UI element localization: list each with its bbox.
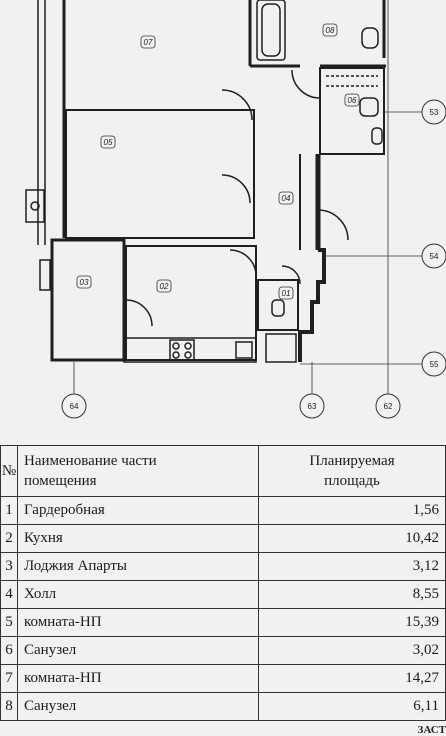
row-number: 8 bbox=[0, 692, 18, 721]
shower bbox=[265, 333, 297, 363]
door-arc bbox=[221, 174, 251, 204]
room-01-walls bbox=[257, 279, 299, 331]
railing-knob bbox=[30, 201, 40, 211]
axis-marker bbox=[375, 393, 401, 419]
row-number: 6 bbox=[0, 636, 18, 665]
sink bbox=[235, 341, 253, 359]
burner bbox=[184, 342, 192, 350]
room-05-walls bbox=[65, 109, 255, 239]
room-label-05: 05 bbox=[104, 138, 113, 147]
row-area: 10,42 bbox=[258, 524, 446, 553]
axis-marker bbox=[61, 393, 87, 419]
row-area: 3,12 bbox=[258, 552, 446, 581]
row-name: комната-НП bbox=[17, 608, 259, 637]
room-tag bbox=[278, 286, 294, 300]
wall bbox=[298, 248, 326, 362]
burner bbox=[184, 351, 192, 359]
room-03-walls bbox=[50, 238, 126, 362]
toilet bbox=[271, 299, 285, 317]
axis-label-53: 53 bbox=[430, 108, 439, 117]
header-area: Планируемая площадь bbox=[258, 445, 446, 497]
door-arc bbox=[125, 299, 153, 327]
row-number: 7 bbox=[0, 664, 18, 693]
door-arc bbox=[221, 89, 253, 121]
room-label-01: 01 bbox=[282, 289, 291, 298]
axis-label-64: 64 bbox=[70, 402, 79, 411]
row-area: 1,56 bbox=[258, 496, 446, 525]
table-header-row: № Наименование части помещения Планируем… bbox=[0, 445, 446, 497]
toilet bbox=[361, 27, 379, 49]
table-row: 6 Санузел 3,02 bbox=[0, 636, 446, 665]
axis-marker bbox=[421, 351, 446, 377]
room-tag bbox=[140, 35, 156, 49]
railing bbox=[39, 259, 51, 291]
door-arc bbox=[291, 69, 321, 99]
room-label-03: 03 bbox=[80, 278, 89, 287]
stove bbox=[169, 339, 195, 361]
row-name: Лоджия Апарты bbox=[17, 552, 259, 581]
table-row: 4 Холл 8,55 bbox=[0, 580, 446, 609]
room-tag bbox=[278, 191, 294, 205]
axis-label-62: 62 bbox=[384, 402, 393, 411]
toilet bbox=[371, 127, 383, 145]
row-area: 3,02 bbox=[258, 636, 446, 665]
header-name: Наименование части помещения bbox=[17, 445, 259, 497]
room-06-walls bbox=[319, 67, 385, 155]
row-area: 14,27 bbox=[258, 664, 446, 693]
axis-label-63: 63 bbox=[308, 402, 317, 411]
row-name: комната-НП bbox=[17, 664, 259, 693]
door-arc bbox=[229, 249, 257, 277]
axis-marker bbox=[421, 243, 446, 269]
bathtub bbox=[256, 0, 286, 61]
row-name: Санузел bbox=[17, 692, 259, 721]
door-arc bbox=[281, 265, 301, 285]
table-row: 7 комната-НП 14,27 bbox=[0, 664, 446, 693]
room-label-07: 07 bbox=[144, 38, 153, 47]
row-area: 6,11 bbox=[258, 692, 446, 721]
floor-plan: 53 54 55 62 63 64 07 08 06 05 04 03 02 0… bbox=[25, 0, 446, 419]
row-name: Кухня bbox=[17, 524, 259, 553]
railing bbox=[25, 189, 45, 223]
table-row: 1 Гардеробная 1,56 bbox=[0, 496, 446, 525]
room-tag bbox=[322, 23, 338, 37]
row-number: 3 bbox=[0, 552, 18, 581]
row-name: Холл bbox=[17, 580, 259, 609]
table-row: 3 Лоджия Апарты 3,12 bbox=[0, 552, 446, 581]
room-tag bbox=[344, 93, 360, 107]
room-label-06: 06 bbox=[348, 96, 357, 105]
door-arc bbox=[317, 209, 349, 241]
row-name: Санузел bbox=[17, 636, 259, 665]
table-row: 5 комната-НП 15,39 bbox=[0, 608, 446, 637]
room-label-04: 04 bbox=[282, 194, 291, 203]
row-area: 15,39 bbox=[258, 608, 446, 637]
area-table: № Наименование части помещения Планируем… bbox=[0, 445, 446, 721]
table-row: 8 Санузел 6,11 bbox=[0, 692, 446, 721]
row-number: 4 bbox=[0, 580, 18, 609]
sink bbox=[359, 97, 379, 117]
burner bbox=[172, 351, 180, 359]
row-name: Гардеробная bbox=[17, 496, 259, 525]
room-tag bbox=[100, 135, 116, 149]
room-tag bbox=[76, 275, 92, 289]
kitchen-counter bbox=[123, 337, 257, 363]
room-label-02: 02 bbox=[160, 282, 169, 291]
bathtub-inner bbox=[261, 3, 281, 57]
row-number: 2 bbox=[0, 524, 18, 553]
axis-label-55: 55 bbox=[430, 360, 439, 369]
axis-label-54: 54 bbox=[430, 252, 439, 261]
room-tag bbox=[156, 279, 172, 293]
axis-marker bbox=[299, 393, 325, 419]
floor-plan-drawing: 53 54 55 62 63 64 07 08 06 05 04 03 02 0… bbox=[25, 0, 446, 419]
footer-partial-text: ЗАСТ bbox=[417, 724, 446, 736]
row-number: 1 bbox=[0, 496, 18, 525]
axis-marker bbox=[421, 99, 446, 125]
table-row: 2 Кухня 10,42 bbox=[0, 524, 446, 553]
burner bbox=[172, 342, 180, 350]
row-area: 8,55 bbox=[258, 580, 446, 609]
header-number: № bbox=[0, 445, 18, 497]
row-number: 5 bbox=[0, 608, 18, 637]
room-label-08: 08 bbox=[326, 26, 335, 35]
